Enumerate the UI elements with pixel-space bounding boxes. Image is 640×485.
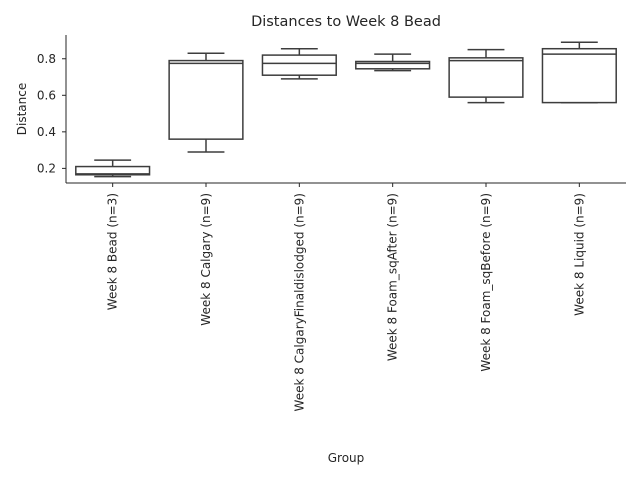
y-ticks: 0.2 0.4 0.6 0.8 <box>37 52 66 175</box>
y-tick-label: 0.6 <box>37 88 56 102</box>
chart-title: Distances to Week 8 Bead <box>251 14 441 30</box>
x-tick-label: Week 8 Bead (n=3) <box>106 193 120 310</box>
x-tick-label: Week 8 Foam_sqAfter (n=9) <box>386 193 400 361</box>
y-axis-label: Distance <box>15 83 29 135</box>
x-axis-label: Group <box>328 451 365 465</box>
y-tick-label: 0.2 <box>37 161 56 175</box>
y-tick-label: 0.4 <box>37 125 56 139</box>
box-group <box>541 41 617 104</box>
x-tick-label: Week 8 CalgaryFinaldislodged (n=9) <box>292 193 306 411</box>
x-tick-label: Week 8 Foam_sqBefore (n=9) <box>479 193 493 372</box>
box-group <box>448 48 524 104</box>
box-group <box>75 159 151 178</box>
x-tick-label: Week 8 Liquid (n=9) <box>572 193 586 316</box>
box-iqr <box>541 47 617 104</box>
box-group <box>355 53 431 72</box>
boxes <box>75 41 617 178</box>
box-iqr <box>168 59 244 140</box>
x-ticks: Week 8 Bead (n=3) Week 8 Calgary (n=9) Wee… <box>106 183 586 411</box>
box-group <box>261 47 337 80</box>
box-iqr <box>355 60 431 70</box>
box-iqr <box>75 165 151 176</box>
box-iqr <box>448 57 524 98</box>
box-iqr <box>261 54 337 76</box>
y-tick-label: 0.8 <box>37 52 56 66</box>
x-tick-label: Week 8 Calgary (n=9) <box>199 193 213 326</box>
box-group <box>168 52 244 153</box>
